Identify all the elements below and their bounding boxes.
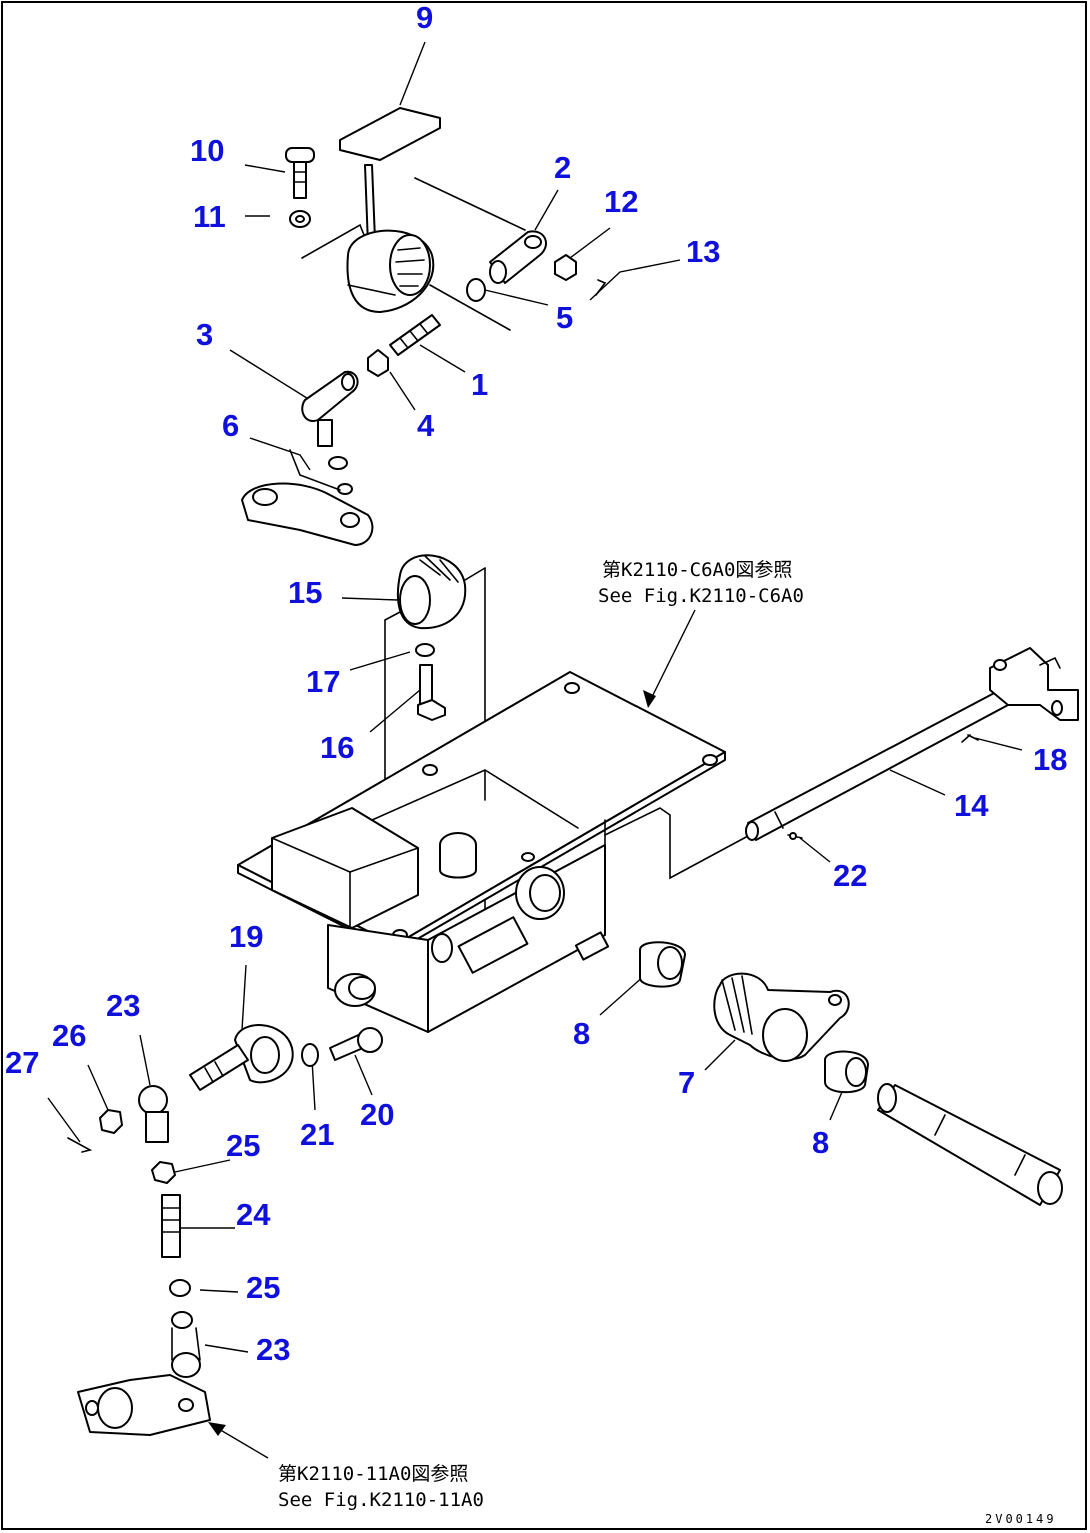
callout-1: 1 [471,367,488,402]
rod-14 [745,647,1079,841]
callout-4: 4 [417,408,435,443]
leader-lines [47,41,1023,1459]
callout-23-lower: 23 [256,1332,290,1367]
callout-20: 20 [360,1097,394,1132]
callout-2: 2 [554,150,571,185]
callout-16: 16 [320,730,354,765]
callout-19: 19 [229,919,263,954]
pin-22 [787,832,803,840]
callout-9: 9 [416,0,433,35]
pedal-9 [339,107,441,246]
callout-23-upper: 23 [106,988,140,1023]
gear-15 [396,554,467,630]
nut-25-lower [169,1279,191,1297]
bolt-10 [285,147,315,199]
rod-end-23-lower [171,1311,201,1378]
callout-labels: 9 10 11 2 12 13 5 3 1 4 6 15 17 16 18 14… [5,0,1067,1367]
lever-6 [241,449,374,546]
bolt-24 [161,1194,181,1258]
bracket-assembly [237,671,749,1033]
nut-12 [554,254,577,281]
callout-24: 24 [236,1197,271,1232]
callout-10: 10 [190,133,224,168]
pin-27 [67,1137,93,1153]
callout-8-upper: 8 [573,1016,590,1051]
drawing-code: 2V00149 [985,1512,1057,1526]
washer-17 [415,643,435,657]
nut-5 [466,278,486,302]
reference-notes: 第K2110-C6A0図参照 See Fig.K2110-C6A0 第K2110… [278,559,1057,1526]
bushing-8-upper [639,941,686,988]
callout-17: 17 [306,664,340,699]
callout-26: 26 [52,1018,86,1053]
lower-note-jp: 第K2110-11A0図参照 [278,1463,468,1485]
callout-25-upper: 25 [226,1128,260,1163]
rod-end-23-upper [138,1085,169,1143]
callout-3: 3 [196,317,213,352]
nut-4 [367,349,389,377]
callout-12: 12 [604,184,638,219]
bolt-16 [417,664,446,721]
nut-25-upper [151,1161,176,1184]
callout-5: 5 [556,300,573,335]
callout-6: 6 [222,408,239,443]
rod-1 [389,314,441,356]
callout-11: 11 [193,199,226,234]
lower-lever [77,1374,211,1436]
callout-13: 13 [686,234,720,269]
rod-end-2 [489,230,547,284]
pedal-hub [346,229,435,313]
bolt-20 [329,1027,383,1061]
washer-21 [301,1043,319,1067]
callout-15: 15 [288,575,322,610]
rod-end-19 [189,1024,294,1091]
lower-note-en: See Fig.K2110-11A0 [278,1489,484,1511]
callout-21: 21 [300,1117,334,1152]
rod-end-3 [301,370,359,447]
callout-22: 22 [833,858,867,893]
shaft [877,1083,1063,1206]
upper-note-en: See Fig.K2110-C6A0 [598,585,804,607]
callout-18: 18 [1033,742,1067,777]
callout-7: 7 [678,1065,695,1100]
upper-note-jp: 第K2110-C6A0図参照 [602,559,792,581]
callout-8-lower: 8 [812,1125,829,1160]
shaft-7 [713,972,850,1062]
callout-27: 27 [5,1045,39,1080]
callout-14: 14 [954,788,989,823]
bushing-8-lower [824,1050,869,1094]
washer-11 [289,210,311,228]
nut-26 [99,1109,123,1134]
callout-25-lower: 25 [246,1270,280,1305]
